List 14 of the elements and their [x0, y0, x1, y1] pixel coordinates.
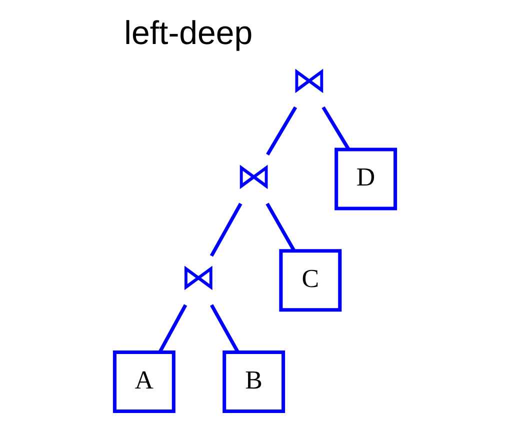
connector: [322, 106, 350, 150]
diagram-title: left-deep: [124, 14, 253, 51]
node-text: ⋈: [236, 156, 272, 197]
connector: [266, 202, 296, 252]
node-box: B: [222, 350, 286, 413]
connector: [210, 304, 240, 353]
node-box: A: [112, 350, 176, 413]
connector: [158, 304, 188, 353]
node-box: C: [279, 249, 342, 312]
node-text: ⋈: [180, 257, 216, 298]
connector: [210, 202, 242, 257]
connector: [266, 106, 298, 156]
node-box: D: [334, 148, 398, 210]
node-text: ⋈: [292, 60, 327, 101]
